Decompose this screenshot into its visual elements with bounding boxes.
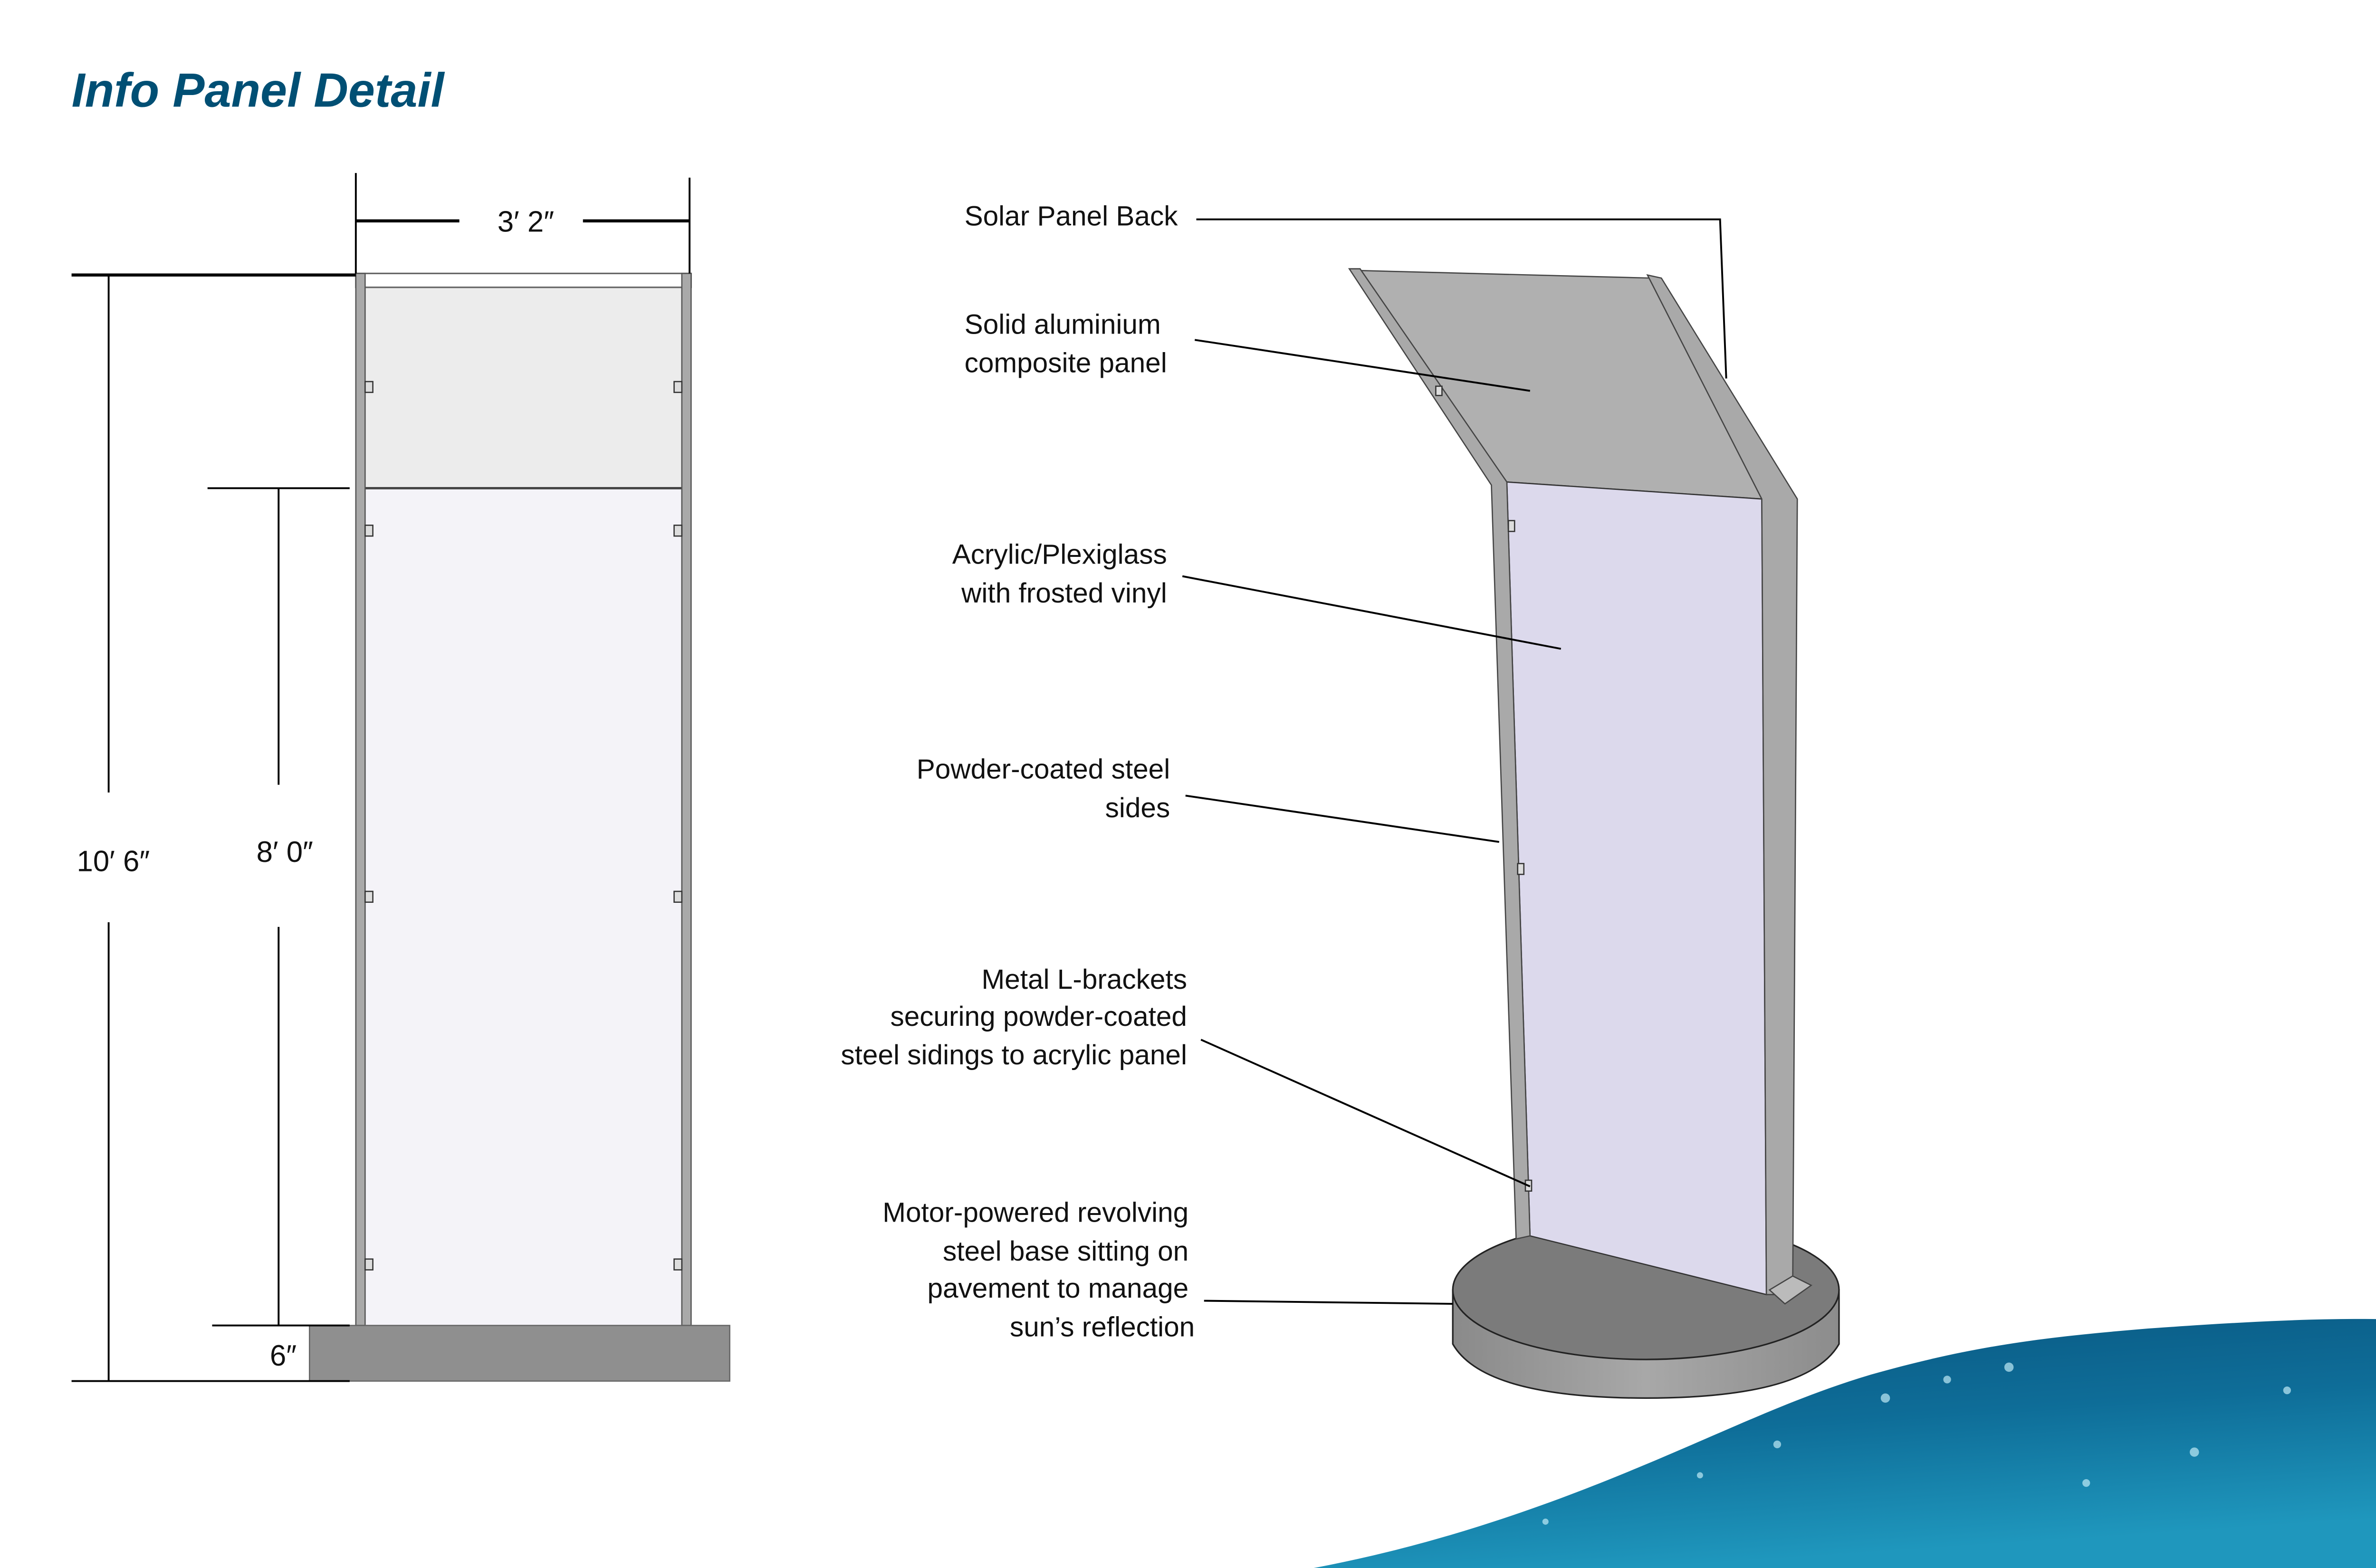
top-cap bbox=[355, 272, 692, 288]
svg-text:with frosted vinyl: with frosted vinyl bbox=[961, 578, 1167, 609]
left-steel-side bbox=[355, 273, 366, 1326]
bracket-foot-icon bbox=[1768, 1275, 1813, 1305]
acrylic-panel-front bbox=[365, 488, 682, 1326]
base-front bbox=[308, 1325, 730, 1382]
water-wave-decoration bbox=[1313, 1319, 2376, 1568]
svg-text:Solid aluminium: Solid aluminium bbox=[965, 309, 1161, 340]
svg-text:pavement to manage: pavement to manage bbox=[927, 1273, 1188, 1304]
svg-text:composite panel: composite panel bbox=[965, 348, 1167, 379]
svg-text:steel base sitting on: steel base sitting on bbox=[943, 1236, 1188, 1267]
svg-text:Solar Panel Back: Solar Panel Back bbox=[965, 201, 1178, 232]
svg-text:Metal L-brackets: Metal L-brackets bbox=[981, 964, 1187, 995]
svg-text:sides: sides bbox=[1105, 793, 1170, 823]
svg-text:sun’s reflection: sun’s reflection bbox=[1010, 1311, 1195, 1342]
svg-text:Acrylic/Plexiglass: Acrylic/Plexiglass bbox=[952, 539, 1167, 570]
bracket-icons bbox=[364, 381, 683, 1271]
svg-text:steel sidings to acrylic panel: steel sidings to acrylic panel bbox=[841, 1040, 1187, 1071]
callout-acrylic-panel: Acrylic/Plexiglass with frosted vinyl bbox=[952, 539, 1562, 650]
front-elevation bbox=[308, 272, 730, 1382]
callout-revolving-base: Motor-powered revolving steel base sitti… bbox=[882, 1197, 1453, 1342]
callout-l-brackets: Metal L-brackets securing powder-coated … bbox=[841, 964, 1531, 1187]
callout-steel-sides: Powder-coated steel sides bbox=[917, 754, 1500, 843]
aluminium-panel-3d bbox=[1351, 269, 1763, 500]
panel-height-dimension: 8′ 0″ bbox=[257, 836, 313, 869]
perspective-view bbox=[1348, 268, 1840, 1399]
callout-solar-panel-back: Solar Panel Back bbox=[965, 201, 1727, 379]
acrylic-panel-3d bbox=[1506, 481, 1767, 1296]
svg-text:Motor-powered revolving: Motor-powered revolving bbox=[882, 1197, 1188, 1228]
dimension-lines bbox=[71, 173, 691, 1382]
page-title: Info Panel Detail bbox=[72, 64, 445, 117]
total-height-dimension: 10′ 6″ bbox=[77, 845, 150, 878]
right-steel-side bbox=[681, 273, 692, 1326]
svg-text:Powder-coated steel: Powder-coated steel bbox=[917, 754, 1170, 785]
base-height-dimension: 6″ bbox=[270, 1339, 297, 1372]
callout-aluminium-panel: Solid aluminium composite panel bbox=[965, 309, 1531, 392]
svg-text:securing powder-coated: securing powder-coated bbox=[890, 1001, 1187, 1032]
aluminium-panel-front bbox=[365, 287, 682, 488]
left-steel-side-3d bbox=[1348, 268, 1531, 1240]
width-dimension: 3′ 2″ bbox=[498, 206, 554, 239]
water-bubbles bbox=[1542, 1362, 2291, 1525]
